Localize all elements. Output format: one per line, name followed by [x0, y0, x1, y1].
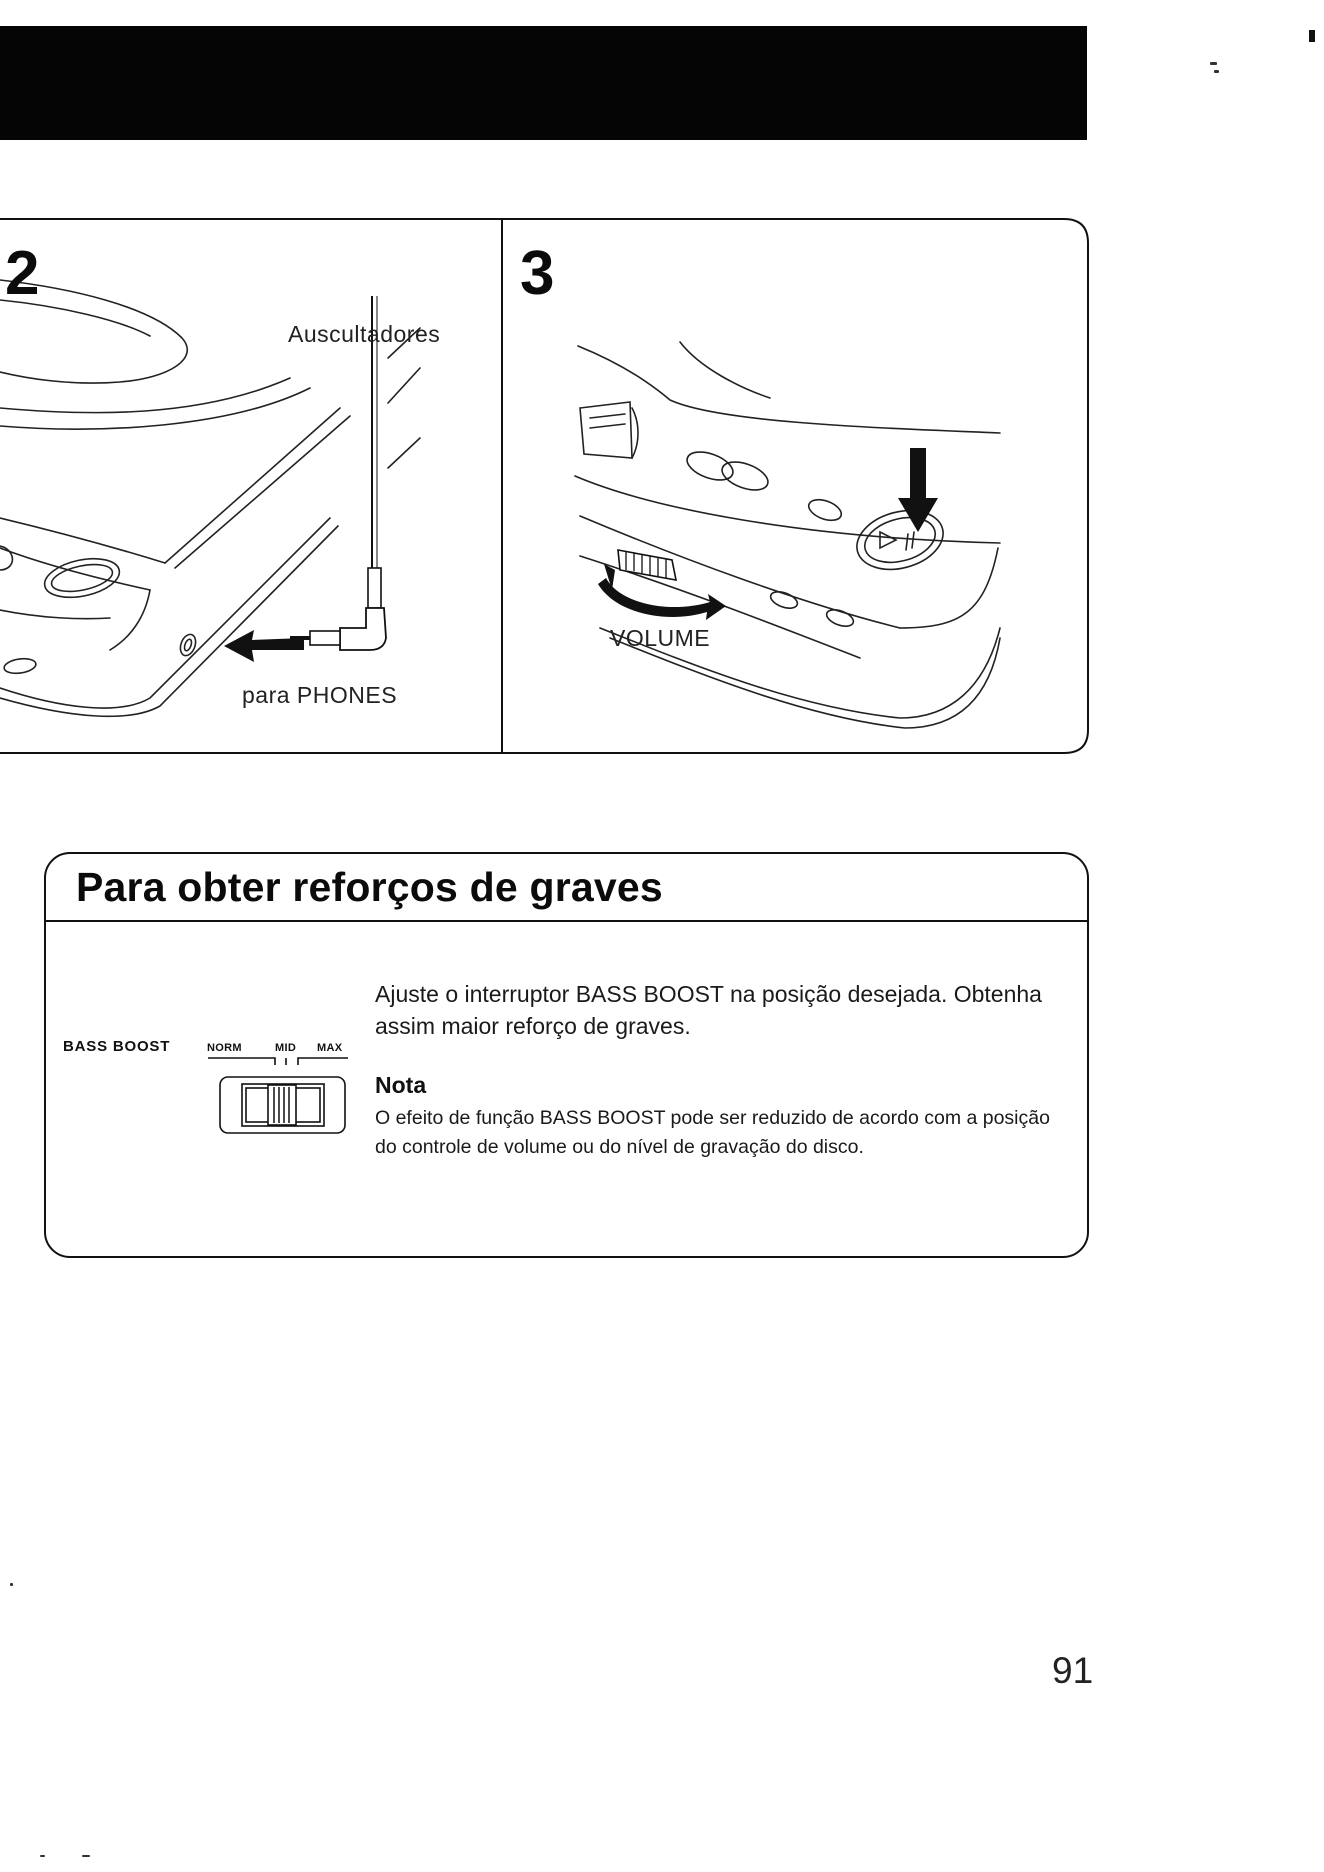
- note-text: O efeito de função BASS BOOST pode ser r…: [375, 1107, 1050, 1158]
- switch-slider-knob[interactable]: [267, 1084, 297, 1126]
- insert-arrow-icon: [224, 630, 304, 662]
- rotate-arrow-icon: [598, 564, 726, 620]
- scan-speck: [1214, 70, 1219, 73]
- label-to-phones: para PHONES: [242, 682, 398, 708]
- cd-player-right: [574, 341, 1001, 729]
- scan-speck: [1210, 62, 1217, 65]
- headphone-plug-icon: [290, 296, 387, 651]
- steps-illustration: [0, 218, 1089, 754]
- cd-player-left: [0, 279, 421, 718]
- scan-speck: [10, 1583, 13, 1586]
- volume-wheel-icon: [617, 549, 678, 581]
- scan-speck: [82, 1855, 90, 1857]
- step-number-3: 3: [520, 239, 555, 308]
- step-number-2: 2: [5, 239, 40, 308]
- label-headphones: Auscultadores: [288, 321, 441, 347]
- switch-position-mid: MID: [275, 1042, 297, 1054]
- switch-position-norm: NORM: [207, 1042, 242, 1054]
- bass-boost-switch[interactable]: [200, 1055, 350, 1139]
- corner-mark: [1309, 30, 1315, 42]
- scan-speck: [40, 1855, 45, 1857]
- page-number: 91: [1052, 1650, 1094, 1691]
- bass-boost-box: [44, 852, 1089, 1258]
- note-title: Nota: [375, 1072, 427, 1098]
- section-title: Para obter reforços de graves: [76, 864, 663, 910]
- title-rule: [46, 920, 1087, 922]
- header-bar: [0, 26, 1087, 140]
- switch-position-max: MAX: [317, 1042, 343, 1054]
- bass-boost-description: Ajuste o interruptor BASS BOOST na posiç…: [375, 981, 1042, 1039]
- press-arrow-icon: [898, 448, 938, 532]
- label-volume: VOLUME: [610, 625, 711, 651]
- panel-frame: [0, 218, 1089, 754]
- bass-boost-label: BASS BOOST: [63, 1038, 171, 1055]
